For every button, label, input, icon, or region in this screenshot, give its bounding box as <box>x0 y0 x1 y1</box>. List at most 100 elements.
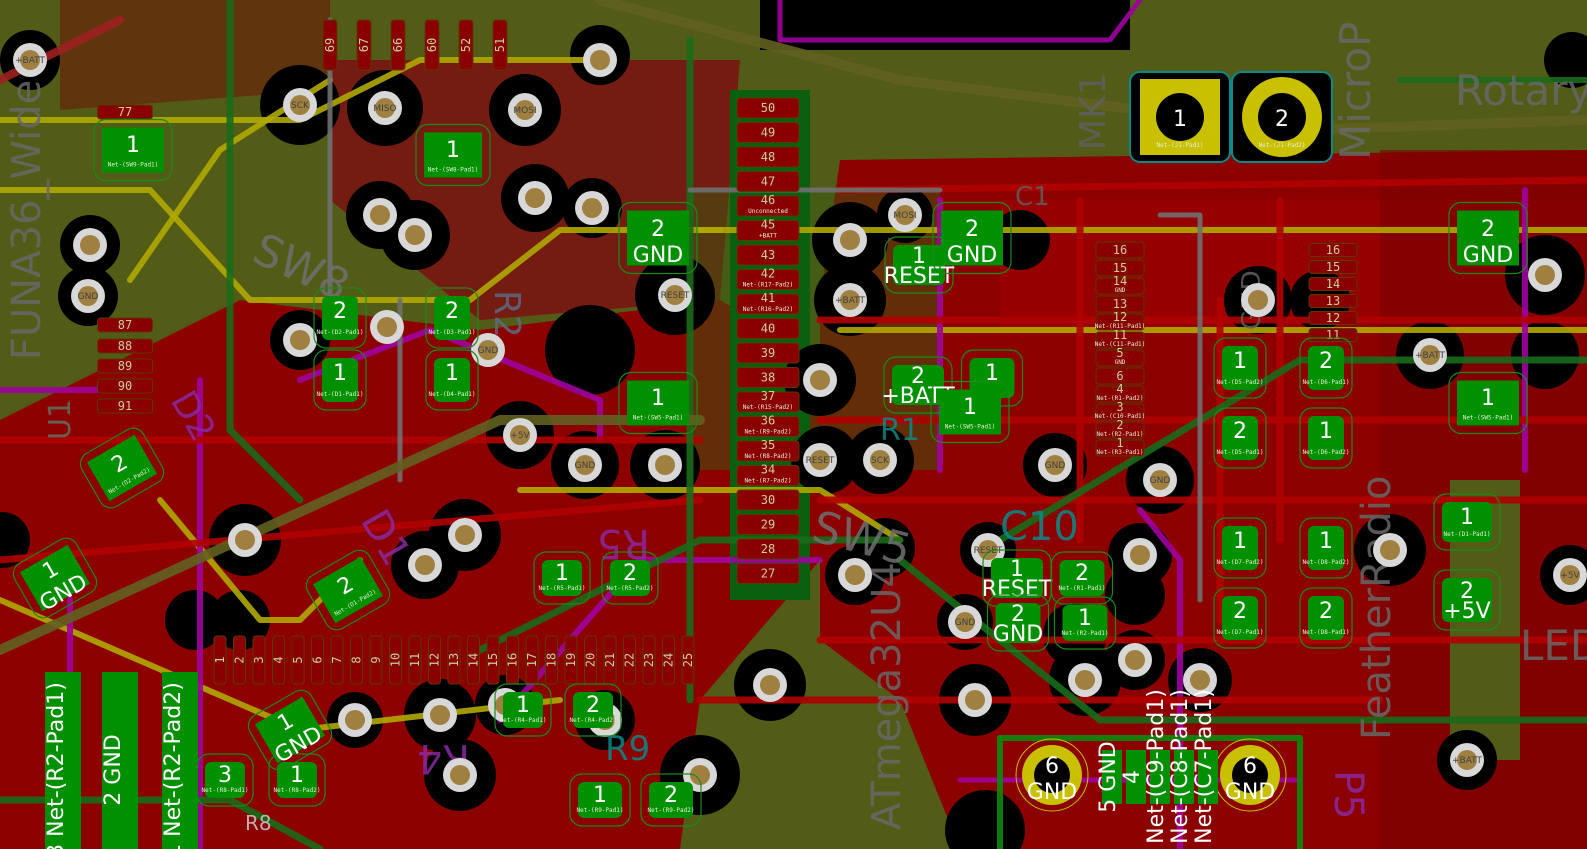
usb-pin <box>1198 750 1218 804</box>
courtyard <box>564 683 622 737</box>
pad-copper <box>1059 560 1105 596</box>
pin-net: Net-(R7-Pad2) <box>745 478 792 485</box>
pin-number: 12 <box>1326 311 1340 325</box>
pad-number: 2 <box>1319 349 1333 374</box>
header-pin <box>662 635 675 685</box>
pads: 1Net-(SW9-Pad1)1Net-(SW8-Pad1)2GND1Net-(… <box>12 71 1528 849</box>
pin-number: 10 <box>389 653 403 667</box>
pad-number: 1 <box>555 561 569 586</box>
track <box>0 187 723 303</box>
pin-number: 45 <box>761 218 775 232</box>
track <box>997 735 1303 849</box>
pin-number: 7 <box>330 656 344 663</box>
silkscreen-mk1: MK1 <box>1073 72 1114 150</box>
courtyard <box>618 371 698 435</box>
header-pin <box>428 635 441 685</box>
header-pin <box>492 19 508 71</box>
pad-copper <box>939 389 1001 435</box>
pad-copper <box>1222 596 1258 640</box>
pad-copper <box>610 560 650 596</box>
header-pin <box>736 342 800 364</box>
header-right: 5049484746Unconnected45+BATT4342Net-(R17… <box>736 97 800 584</box>
pin-net: Net-(R9-Pad2) <box>745 429 792 436</box>
via <box>648 448 682 482</box>
courtyard <box>313 287 367 349</box>
pad-net: Net-(D8-Pad1) <box>1303 629 1350 636</box>
pin-number: 15 <box>486 653 500 667</box>
via: MISO <box>368 91 402 125</box>
pin-net: Net-(R11-Pad1) <box>1095 323 1146 330</box>
pin-net: Unconnected <box>748 208 788 215</box>
pad-number: 1 Net-(C7-Pad1) <box>1192 689 1217 849</box>
header-pin <box>458 19 474 71</box>
pad-number: 4 <box>1120 770 1145 784</box>
pad-number: 2 <box>1011 602 1025 627</box>
pad-net: Net-(R5-Pad1) <box>539 585 586 592</box>
pin-net: GND <box>1115 287 1126 294</box>
pin-number: 49 <box>761 126 775 140</box>
header-pin <box>623 635 636 685</box>
silkscreen-led: LED1 <box>1520 621 1587 670</box>
pad-copper <box>627 210 689 266</box>
pin-net: Net-(C11-Pad1) <box>1095 341 1146 348</box>
pad-number: 3 <box>218 763 232 788</box>
courtyard <box>601 551 659 605</box>
pad-copper <box>322 296 358 340</box>
courtyard <box>618 201 698 275</box>
via <box>338 703 372 737</box>
pin-number: 37 <box>761 389 775 403</box>
header-pin <box>97 358 153 374</box>
pad-copper <box>995 603 1041 643</box>
pad-net: Net-(D5-Pad2) <box>1217 379 1264 386</box>
pad-copper <box>277 762 317 798</box>
pad-net: Net-(R5-Pad2) <box>607 585 654 592</box>
pad-copper <box>1442 578 1492 622</box>
pin-number: 46 <box>761 193 775 207</box>
pad-copper <box>322 358 358 402</box>
pad-copper <box>1308 416 1344 460</box>
pad-copper <box>312 556 384 624</box>
header-pin <box>97 317 153 333</box>
via-net: +BATT <box>835 296 866 306</box>
via: GND <box>1038 448 1072 482</box>
pin-number: 90 <box>118 379 132 393</box>
pad-copper <box>573 692 613 728</box>
pad-copper <box>434 358 470 402</box>
header-pin <box>97 378 153 394</box>
pad-number: 1 <box>593 783 607 808</box>
pin-number: 87 <box>118 318 132 332</box>
pad-number: 2 <box>664 783 678 808</box>
header-pin <box>736 293 800 315</box>
pad-copper <box>649 782 693 818</box>
via: +BATT <box>1450 743 1484 777</box>
pad-net: Net-(D7-Pad2) <box>1217 559 1264 566</box>
courtyard <box>932 201 1012 275</box>
silkscreen-r1: R1 <box>880 413 920 448</box>
pad-net: +5V <box>1443 599 1490 624</box>
header-pin <box>736 97 800 119</box>
header-pin <box>1308 311 1358 325</box>
via <box>1528 258 1562 292</box>
pin-net: Net-(R16-Pad2) <box>743 306 794 313</box>
header-pin <box>1308 277 1358 291</box>
courtyard <box>533 551 591 605</box>
header-pin <box>97 398 153 414</box>
via: +BATT <box>13 43 47 77</box>
header-pin <box>736 122 800 143</box>
header-pin <box>350 635 363 685</box>
header-pin <box>389 635 402 685</box>
pin-number: 20 <box>584 653 598 667</box>
pad-copper <box>434 296 470 340</box>
courtyard <box>1213 517 1267 579</box>
pad-number: 2 <box>651 217 665 242</box>
header-pin <box>736 195 800 217</box>
courtyard <box>1299 337 1353 399</box>
clearance-area <box>945 790 1025 849</box>
pad-net: GND <box>947 243 997 268</box>
